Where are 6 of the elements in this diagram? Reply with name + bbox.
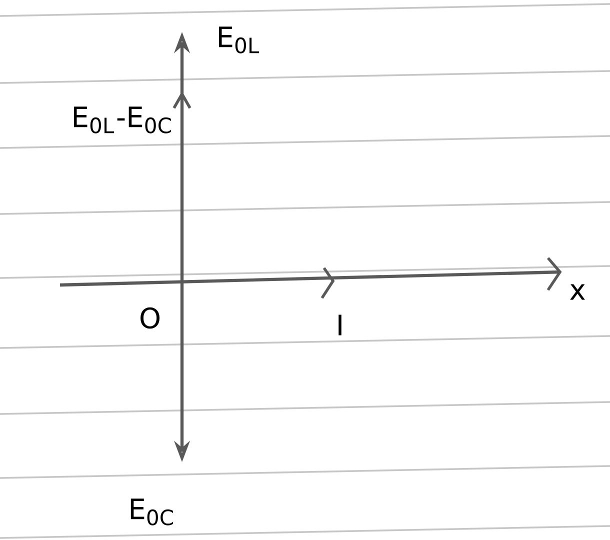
tick-label: I	[338, 314, 342, 336]
tick-label: E$_{0L}$-E$_{0C}$	[74, 106, 171, 134]
axis-label: x	[570, 284, 585, 300]
origin-label: O	[140, 307, 160, 329]
axis-label: E$_{0L}$	[218, 26, 260, 54]
axis-label: E$_{0C}$	[130, 498, 173, 526]
